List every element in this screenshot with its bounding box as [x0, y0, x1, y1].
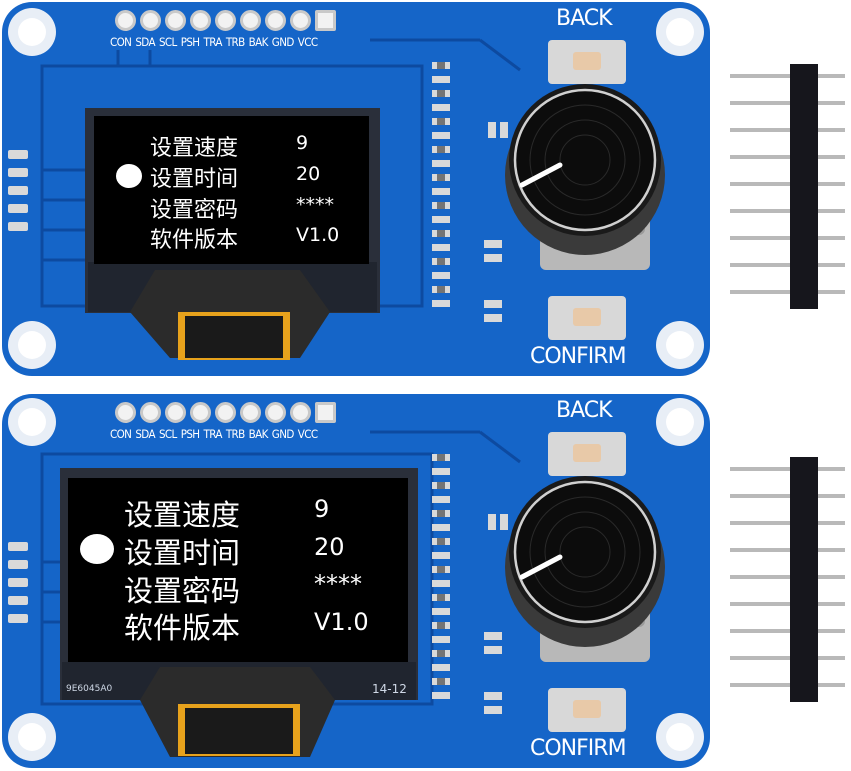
pin-pad-vcc: [315, 402, 336, 423]
menu-item-label: 设置速度: [150, 136, 239, 161]
menu-item: 设置密码: [124, 568, 240, 610]
fpc-left-code: 9E6045A0: [66, 684, 113, 694]
pin-pad-bak: [265, 10, 286, 31]
pin-pads: [115, 10, 336, 31]
fpc-ribbon: [140, 667, 335, 757]
menu-item-value: V1.0: [296, 224, 340, 246]
menu-item-label: 软件版本: [124, 611, 241, 645]
menu-item-label: 设置时间: [124, 536, 241, 570]
menu-item-value: 20: [314, 533, 345, 561]
back-label: BACK: [556, 398, 613, 423]
pin-label: VCC: [297, 427, 318, 441]
rotary-knob-icon: [509, 84, 661, 236]
pin-pad-vcc: [315, 10, 336, 31]
selection-dot-icon: [80, 534, 114, 564]
pin-pad-gnd: [290, 402, 311, 423]
pin-pad-tra: [215, 10, 236, 31]
menu-item: 设置速度: [150, 130, 238, 162]
confirm-button-icon: [548, 296, 626, 340]
pin-pad-scl: [165, 10, 186, 31]
pin-label: SDA: [135, 427, 155, 441]
pin-label: TRB: [225, 427, 245, 441]
menu-item-label: 设置密码: [150, 198, 239, 223]
pin-labels: CON SDA SCL PSH TRA TRB BAK GND VCC: [110, 35, 321, 49]
menu-item-label: 设置时间: [150, 167, 239, 192]
pin-label: TRA: [203, 35, 223, 49]
pin-label: SCL: [158, 427, 177, 441]
pin-pad-psh: [190, 402, 211, 423]
pin-pad-con: [115, 402, 136, 423]
menu-item-value: ****: [314, 570, 362, 598]
encoder-oled-module-1: CON SDA SCL PSH TRA TRB BAK GND VCC BACK…: [0, 0, 712, 385]
pin-pad-psh: [190, 10, 211, 31]
pin-label: BAK: [248, 427, 269, 441]
menu-item-value: 9: [314, 495, 330, 523]
menu-item-value: V1.0: [314, 608, 369, 636]
pin-pad-tra: [215, 402, 236, 423]
menu-item-label: 设置密码: [124, 574, 241, 608]
oled-screen: 设置速度 9 设置时间 20 设置密码 **** 软件版本 V1.0: [94, 116, 369, 264]
rotary-knob-icon: [509, 476, 661, 628]
confirm-label: CONFIRM: [530, 736, 627, 761]
menu-item: 软件版本: [150, 222, 238, 254]
pin-label: TRB: [225, 35, 245, 49]
selection-dot-icon: [116, 164, 142, 188]
back-button-icon: [548, 40, 626, 84]
pin-pads: [115, 402, 336, 423]
pin-label: BAK: [248, 35, 269, 49]
pin-label: CON: [110, 427, 132, 441]
pin-pad-gnd: [290, 10, 311, 31]
pin-label: CON: [110, 35, 132, 49]
back-label: BACK: [556, 6, 613, 31]
menu-item: 软件版本: [124, 605, 240, 647]
oled-screen: 设置速度 9 设置时间 20 设置密码 **** 软件版本 V1.0: [68, 478, 408, 662]
pin-label: TRA: [203, 427, 223, 441]
fpc-ribbon: [130, 270, 330, 360]
pin-label: PSH: [180, 427, 200, 441]
menu-item: 设置密码: [150, 192, 238, 224]
pin-label: PSH: [180, 35, 200, 49]
menu-item-selected: 设置时间: [124, 530, 240, 572]
pin-header-icon: [730, 64, 845, 309]
pin-pad-trb: [240, 402, 261, 423]
back-button-icon: [548, 432, 626, 476]
pin-pad-sda: [140, 402, 161, 423]
pin-pad-sda: [140, 10, 161, 31]
pin-label: GND: [271, 427, 295, 441]
pin-header-icon: [730, 457, 845, 702]
menu-item-value: 9: [296, 132, 309, 154]
menu-item-label: 设置速度: [124, 498, 241, 532]
menu-item-value: ****: [296, 194, 334, 216]
pin-label: SCL: [158, 35, 177, 49]
pin-pad-con: [115, 10, 136, 31]
pin-label: VCC: [297, 35, 318, 49]
encoder-oled-module-2: CON SDA SCL PSH TRA TRB BAK GND VCC BACK…: [0, 392, 712, 771]
pin-pad-scl: [165, 402, 186, 423]
menu-item-value: 20: [296, 163, 321, 185]
mounting-hole-icon: [8, 398, 704, 761]
pin-label: GND: [271, 35, 295, 49]
pin-label: SDA: [135, 35, 155, 49]
menu-item-selected: 设置时间: [150, 161, 238, 193]
confirm-button-icon: [548, 688, 626, 732]
pin-pad-bak: [265, 402, 286, 423]
pin-pad-trb: [240, 10, 261, 31]
mounting-hole-icon: [8, 8, 704, 369]
fpc-right-code: 14-12: [372, 682, 407, 696]
menu-item: 设置速度: [124, 492, 240, 534]
pin-labels: CON SDA SCL PSH TRA TRB BAK GND VCC: [110, 427, 321, 441]
menu-item-label: 软件版本: [150, 228, 239, 253]
confirm-label: CONFIRM: [530, 344, 627, 369]
